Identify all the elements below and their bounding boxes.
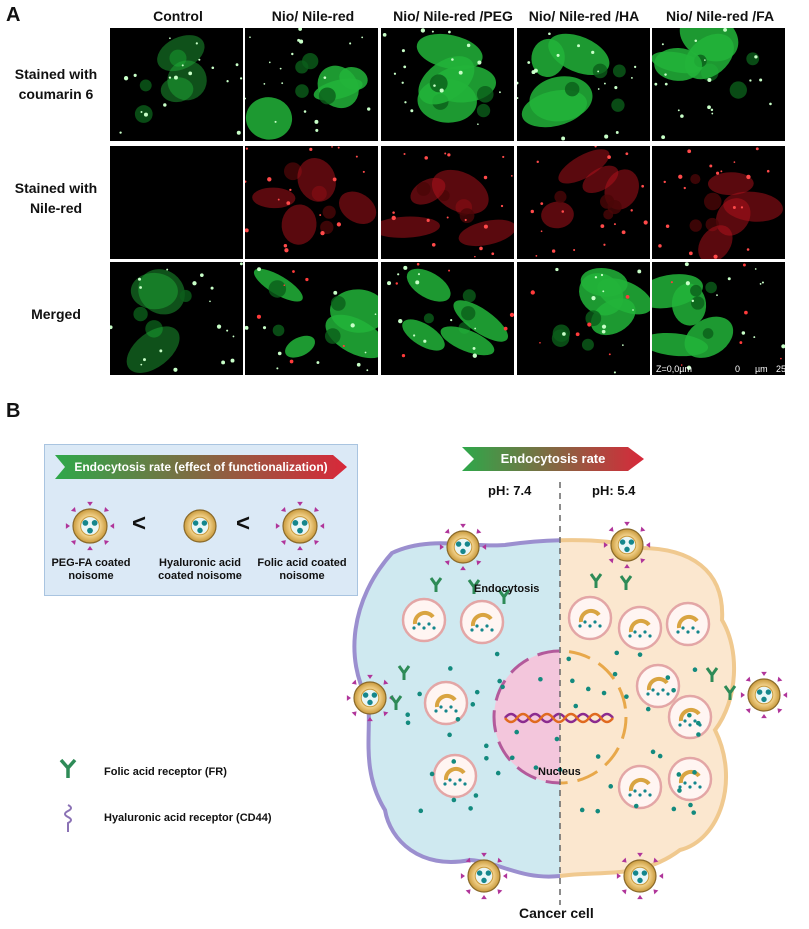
endosome-vesicle [432, 753, 478, 799]
noisome-left [346, 674, 394, 722]
nucleus-right [560, 649, 628, 785]
noisome-right [740, 671, 788, 719]
micrograph-merged-nio [245, 262, 378, 375]
endosome-vesicle [567, 595, 613, 641]
folic-receptor [467, 579, 481, 594]
micrograph-coumarin-fa [652, 28, 785, 141]
endosome-vesicle [667, 756, 713, 802]
micrograph-merged-fa [652, 262, 785, 375]
cancer-cell-label: Cancer cell [519, 905, 594, 921]
micrograph-nilered-nio [245, 146, 378, 259]
micrograph-coumarin-nio [245, 28, 378, 141]
nucleus-label: Nucleus [538, 766, 581, 778]
column-header-ha: Nio/ Nile-red /HA [528, 8, 640, 24]
scale-zero: 0 [735, 364, 741, 374]
column-header-fa: Nio/ Nile-red /FA [665, 8, 775, 24]
peg-fa-noisome-icon [65, 501, 115, 551]
panel-a-label: A [6, 4, 21, 26]
scale-bar [736, 375, 784, 377]
endocytosis-rate-arrow: Endocytosis rate [462, 447, 644, 471]
noisome-bottom-left [460, 852, 508, 900]
micrograph-nilered-control [110, 146, 243, 259]
micrograph-coumarin-peg [381, 28, 514, 141]
column-header-control: Control [153, 8, 203, 24]
folic-receptor [389, 695, 403, 710]
z-depth-label: Z=0,0µm [656, 364, 692, 374]
noisome-bottom-right [616, 852, 664, 900]
fr-legend-label: Folic acid receptor (FR) [104, 766, 227, 778]
noisome-top-left [439, 523, 487, 571]
folic-receptor [705, 667, 719, 682]
folic-receptor [397, 665, 411, 680]
endosome-vesicle [401, 597, 447, 643]
ph-right-label: pH: 5.4 [592, 483, 636, 498]
row-header-coumarin: Stained with coumarin 6 [14, 66, 98, 102]
less-than-1: < [132, 510, 147, 537]
column-header-peg: Nio/ Nile-red /PEG [393, 8, 513, 24]
row-header-nile-red: Stained with Nile-red [14, 180, 98, 216]
micrograph-merged-ha [517, 262, 650, 375]
endosome-vesicle [635, 663, 681, 709]
less-than-2: < [236, 510, 251, 537]
micrograph-nilered-fa [652, 146, 785, 259]
micrograph-coumarin-ha [517, 28, 650, 141]
micrograph-nilered-ha [517, 146, 650, 259]
folic-acid-receptor-icon [59, 758, 77, 778]
row-header-merged: Merged [31, 306, 81, 322]
scale-unit: µm [755, 364, 768, 374]
folic-receptor [429, 577, 443, 592]
column-header-nio: Nio/ Nile-red [271, 8, 355, 24]
noisome-top-right [603, 521, 651, 569]
folic-receptor [723, 685, 737, 700]
micrograph-merged-control [110, 262, 243, 375]
legend-noisome-row [65, 501, 325, 551]
dna-helix [504, 712, 614, 724]
panel-b-label: B [6, 400, 21, 422]
hyaluronic-acid-receptor-icon [64, 804, 72, 832]
endosome-vesicle [665, 601, 711, 647]
folic-receptor [619, 575, 633, 590]
fa-noisome-icon [275, 501, 325, 551]
legend-rate-arrow: Endocytosis rate (effect of functionaliz… [55, 455, 347, 479]
endosome-vesicle [617, 764, 663, 810]
ha-noisome-icon [183, 509, 217, 543]
endosome-vesicle [423, 680, 469, 726]
micrograph-nilered-peg [381, 146, 514, 259]
folic-receptor [589, 573, 603, 588]
micrograph-merged-peg [381, 262, 514, 375]
cd44-legend-label: Hyaluronic acid receptor (CD44) [104, 812, 272, 824]
endosome-vesicle [617, 605, 663, 651]
scale-max: 25 [776, 364, 787, 374]
folic-receptor [497, 589, 511, 604]
ph-left-label: pH: 7.4 [488, 483, 532, 498]
endocytosis-label: Endocytosis [474, 583, 540, 595]
endosome-vesicle [459, 599, 505, 645]
micrograph-coumarin-control [110, 28, 243, 141]
